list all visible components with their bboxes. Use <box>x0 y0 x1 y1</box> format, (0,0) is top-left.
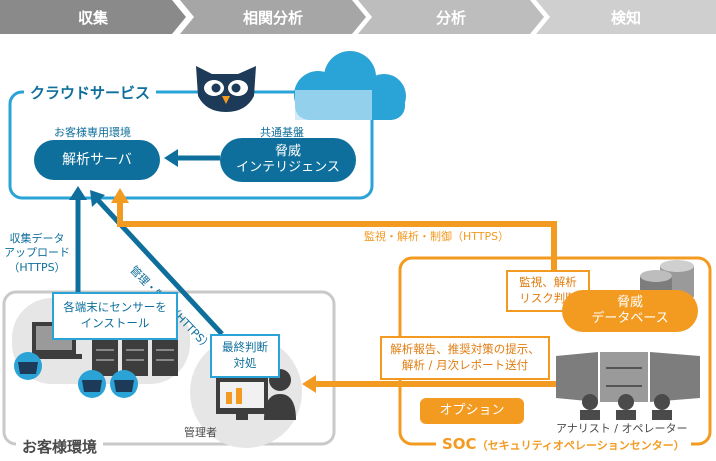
monitor-control-label: 監視・解析・制御（HTTPS） <box>364 230 510 243</box>
step-correlation-label: 相関分析 <box>242 8 303 27</box>
collect-upload-line3: （HTTPS） <box>8 260 66 274</box>
step-detect-label: 検知 <box>610 8 641 27</box>
collect-upload-line2: アップロード <box>4 246 70 260</box>
report-note-line1: 解析報告、推奨対策の提示、 <box>390 342 540 357</box>
step-analysis: 分析 <box>358 0 544 34</box>
sensor-install-note: 各端末にセンサーを インストール <box>52 292 178 340</box>
threat-intel-line1: 脅威 <box>274 144 301 160</box>
final-judgment-note: 最終判断 対処 <box>210 334 280 378</box>
monitor-wall-icon <box>556 352 700 402</box>
owl-mascot-icon <box>196 66 256 112</box>
report-note: 解析報告、推奨対策の提示、 解析 / 月次レポート送付 <box>380 336 550 380</box>
step-collect-label: 収集 <box>77 8 108 27</box>
sensor-note-line2: インストール <box>80 316 150 330</box>
soc-title-main: SOC <box>442 435 477 453</box>
step-analysis-label: 分析 <box>435 8 466 27</box>
soc-title: SOC（セキュリティオペレーションセンター） <box>436 434 691 453</box>
operator-icon <box>580 394 672 420</box>
collect-upload-label: 収集データ アップロード （HTTPS） <box>2 232 72 275</box>
threat-intelligence: 脅威 インテリジェンス <box>220 138 356 182</box>
cloud-icon <box>294 51 406 120</box>
report-note-line2: 解析 / 月次レポート送付 <box>401 358 529 372</box>
customer-env-title: お客様環境 <box>16 436 104 457</box>
cloud-service-title: クラウドサービス <box>24 82 157 103</box>
analyst-label: アナリスト / オペレーター <box>556 422 688 435</box>
owl-badge-icon <box>14 352 138 398</box>
customer-env-label: お客様専用環境 <box>54 126 131 139</box>
threat-intel-line2: インテリジェンス <box>236 160 340 175</box>
final-judgment-line1: 最終判断 <box>222 340 268 355</box>
step-collect: 収集 <box>0 0 186 34</box>
cloud-service-frame <box>8 90 374 200</box>
option-badge: オプション <box>420 398 524 424</box>
collect-upload-line1: 収集データ <box>9 232 65 245</box>
admin-label: 管理者 <box>184 426 217 439</box>
analysis-server-label: 解析サーバ <box>62 151 132 168</box>
server-rack-icon <box>92 340 178 376</box>
common-base-label: 共通基盤 <box>260 126 304 139</box>
threat-db-line2: データベース <box>591 311 669 326</box>
sensor-note-line1: 各端末にセンサーを <box>63 300 167 315</box>
monitor-note-line1: 監視、解析 <box>519 275 577 290</box>
analysis-server: 解析サーバ <box>34 140 160 180</box>
step-correlation: 相関分析 <box>180 0 366 34</box>
soc-title-sub: （セキュリティオペレーションセンター） <box>476 439 685 452</box>
option-label: オプション <box>439 403 505 419</box>
threat-db-line1: 脅威 <box>616 295 643 311</box>
step-detect: 検知 <box>536 0 716 34</box>
final-judgment-line2: 対処 <box>233 356 257 370</box>
admin-desktop-icon <box>216 369 296 420</box>
monitor-note-line2: リスク判断 <box>519 291 577 305</box>
threat-database: 脅威 データベース <box>562 290 698 332</box>
